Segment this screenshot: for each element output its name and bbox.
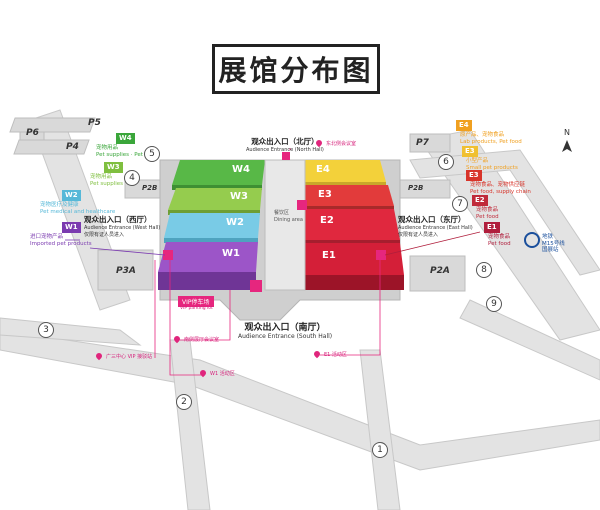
hall-e2 [305,209,400,240]
west-halls [158,160,265,290]
parking-label-p3a: P3A [116,266,136,276]
pin-north-room: 东北侧会议室 [326,141,357,147]
road-number-7: 7 [452,196,468,212]
hall-label-e1: E1 [322,250,336,261]
compass-north-label: N [564,128,570,137]
hall-label-e4: E4 [316,164,330,175]
hall-w2 [164,213,260,238]
hall-e4 [305,160,386,182]
entrance-west: 观众出入口（西厅）Audience Entrance (West Hall)仅限… [84,215,161,238]
entrance-south: 观众出入口（南厅）Audience Entrance (South Hall) [238,323,333,340]
vip-parking-en: VIP parking lot [180,306,213,311]
road-main-south [0,329,600,471]
marker-west [163,250,173,260]
road-number-5: 5 [144,146,160,162]
hall-w2-side [164,238,258,243]
tag-w1: W1 [62,222,81,233]
road-east-ring [409,149,600,276]
road-left-diagonal [0,317,142,346]
hall-label-e2: E2 [320,215,334,226]
hall-w3 [168,188,262,210]
hall-label-w1: W1 [222,248,240,259]
pin-e1-activity: E1 活动区 [324,352,347,358]
leader-sw [180,290,231,341]
road-number-4: 4 [124,170,140,186]
tag-w4: W4 [116,133,135,144]
leader-e1 [320,258,381,356]
hall-w1 [158,242,258,272]
pin-south-room: 南侧展厅会议室 [184,337,220,343]
road-vertical-right [359,349,401,510]
parking-p7 [409,133,451,153]
parking-label-p2a: P2A [430,266,450,276]
pin-sw-shuttle: 广三中心 VIP 接驳站 [106,354,153,360]
tag-e3: E3 [466,170,482,181]
parking-label-p5: P5 [88,118,101,128]
hall-w4 [172,160,265,185]
parking-label-p4: P4 [66,142,79,152]
marker-north [282,152,290,160]
marker-dining [297,200,307,210]
road-bottom-right [459,299,600,381]
tag-e4: E4 [456,120,472,131]
road-number-8: 8 [476,262,492,278]
metro-icon [524,232,540,248]
marker-south [250,280,262,292]
compass-arrow [562,140,572,152]
page-title: 展馆分布图 [212,44,380,94]
vip-parking-badge: VIP停车场 [178,296,214,307]
central-corridor [264,159,306,291]
entrance-east: 观众出入口（东厅）Audience Entrance (East Hall)仅限… [398,215,473,238]
hall-label-e3: E3 [318,189,332,200]
parking-p4 [13,139,90,155]
hall-w1-side [158,272,256,290]
tag-w3: W3 [104,162,123,173]
east-halls [305,160,404,290]
leader-w1 [169,260,205,376]
entrance-north: 观众出入口（北厅）Audience Entrance (North Hall) [246,137,324,153]
parking-label-p7: P7 [416,138,429,148]
parking-p3a [97,249,154,291]
hall-label-w4: W4 [232,164,250,175]
parking-label-p6: P6 [26,128,39,138]
tag-e3-small: E3 [462,146,478,157]
hall-e3 [305,185,394,206]
road-right-diagonal [419,129,600,341]
hall-label-w3: W3 [230,191,248,202]
road-number-2: 2 [176,394,192,410]
hall-e1 [305,243,404,275]
road-number-3: 3 [38,322,54,338]
hall-label-w2: W2 [226,217,244,228]
road-number-1: 1 [372,442,388,458]
tag-w2: W2 [62,190,81,201]
marker-east [376,250,386,260]
tag-e1: E1 [484,222,500,233]
leader-west-ent [89,247,166,256]
parking-p5 [9,117,96,133]
parking-label-p2b-right: P2B [408,184,424,192]
pin-w1-activity: W1 活动区 [210,371,235,377]
parking-p2a [409,255,466,292]
road-number-9: 9 [486,296,502,312]
leader-east-ent [384,231,481,256]
parking-label-p2b-left: P2B [142,184,158,192]
road-number-6: 6 [438,154,454,170]
tag-e2: E2 [472,195,488,206]
hall-e1-side [305,275,404,290]
